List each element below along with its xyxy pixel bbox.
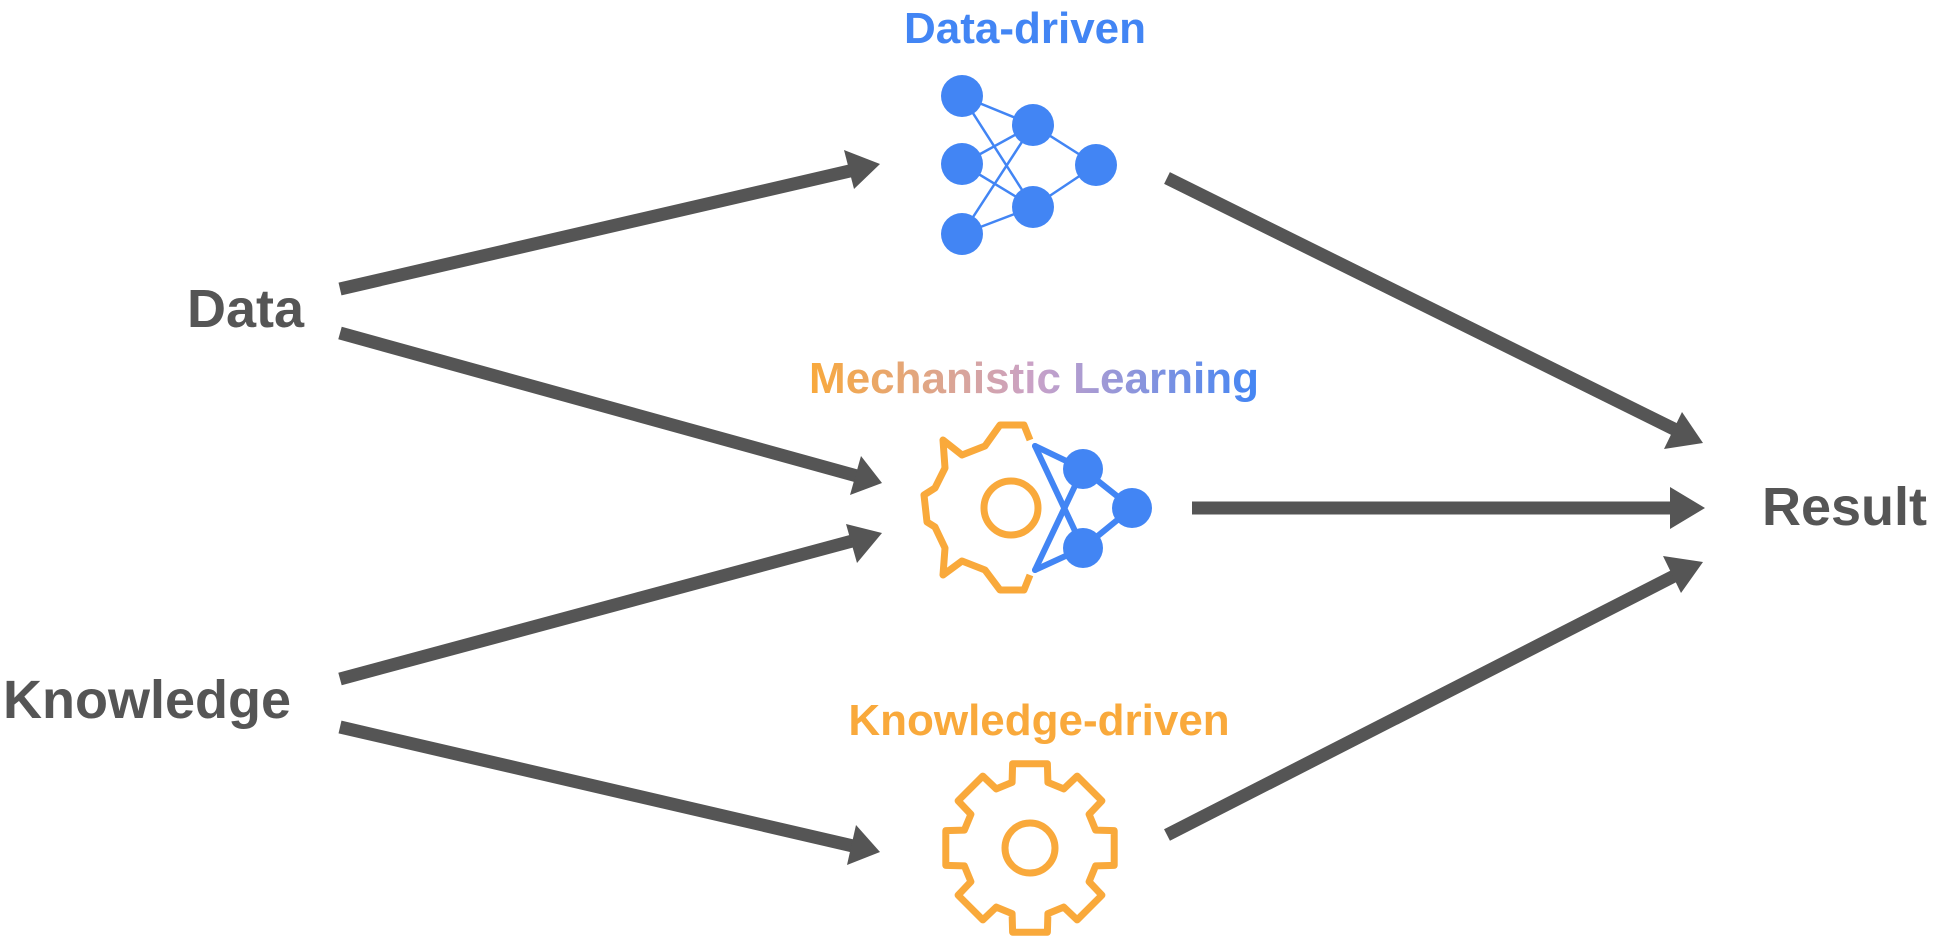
- arrows: [338, 150, 1705, 865]
- data-label: Data: [187, 279, 305, 339]
- result-label: Result: [1762, 477, 1927, 537]
- arrow-data-driven-to-result: [1164, 172, 1703, 449]
- arrow-mechanistic-to-result: [1192, 487, 1705, 529]
- arrow-data-to-mechanistic: [338, 326, 882, 495]
- knowledge-label: Knowledge: [3, 670, 291, 730]
- learning-word: Learning: [1073, 354, 1259, 403]
- mechanistic-learning-title: Mechanistic Learning: [809, 354, 1259, 403]
- arrow-knowledge-to-mechanistic: [338, 524, 882, 686]
- half-gear-icon: [920, 421, 1042, 594]
- gear-neural-network-icon: [920, 421, 1152, 594]
- arrow-knowledge-to-knowledge-driven: [338, 720, 880, 865]
- arrow-knowledge-driven-to-result: [1164, 556, 1703, 841]
- neural-network-icon: [941, 75, 1117, 255]
- gear-icon: [942, 760, 1118, 936]
- arrow-data-to-data-driven: [338, 150, 880, 296]
- data-driven-title: Data-driven: [904, 4, 1146, 53]
- mechanistic-word: Mechanistic: [809, 354, 1061, 403]
- knowledge-driven-title: Knowledge-driven: [848, 696, 1229, 745]
